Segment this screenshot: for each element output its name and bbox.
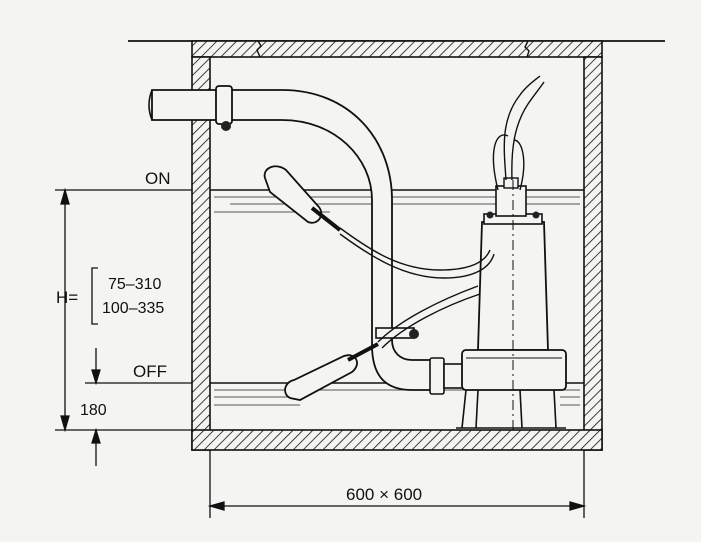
pit-floor bbox=[191, 429, 603, 451]
lid-crack-right bbox=[524, 40, 530, 58]
outlet-flange bbox=[429, 357, 445, 395]
off-height-label: 180 bbox=[80, 402, 107, 419]
pit-size-label: 600 × 600 bbox=[346, 485, 422, 504]
pit-wall-right bbox=[583, 56, 603, 451]
dimension-pit-width bbox=[207, 450, 587, 518]
float-switch-lower bbox=[284, 342, 379, 401]
pit-lid bbox=[191, 40, 603, 58]
pit-walls bbox=[191, 40, 603, 451]
off-label: OFF bbox=[133, 362, 167, 381]
lid-crack-left bbox=[256, 40, 262, 58]
dimension-off-height bbox=[85, 348, 192, 466]
float-switch-upper bbox=[263, 165, 342, 232]
pipe-coupling bbox=[215, 85, 233, 125]
submersible-pump bbox=[456, 177, 567, 430]
h-prefix-label: H= bbox=[56, 288, 78, 307]
discharge-pipe bbox=[148, 85, 465, 395]
coupling-bolt bbox=[221, 121, 231, 131]
on-label: ON bbox=[145, 169, 171, 188]
power-cables bbox=[339, 75, 545, 349]
dimension-h bbox=[55, 187, 192, 433]
h-range-1-label: 75–310 bbox=[108, 276, 161, 293]
h-bracket bbox=[91, 267, 98, 325]
h-range-2-label: 100–335 bbox=[102, 300, 164, 317]
